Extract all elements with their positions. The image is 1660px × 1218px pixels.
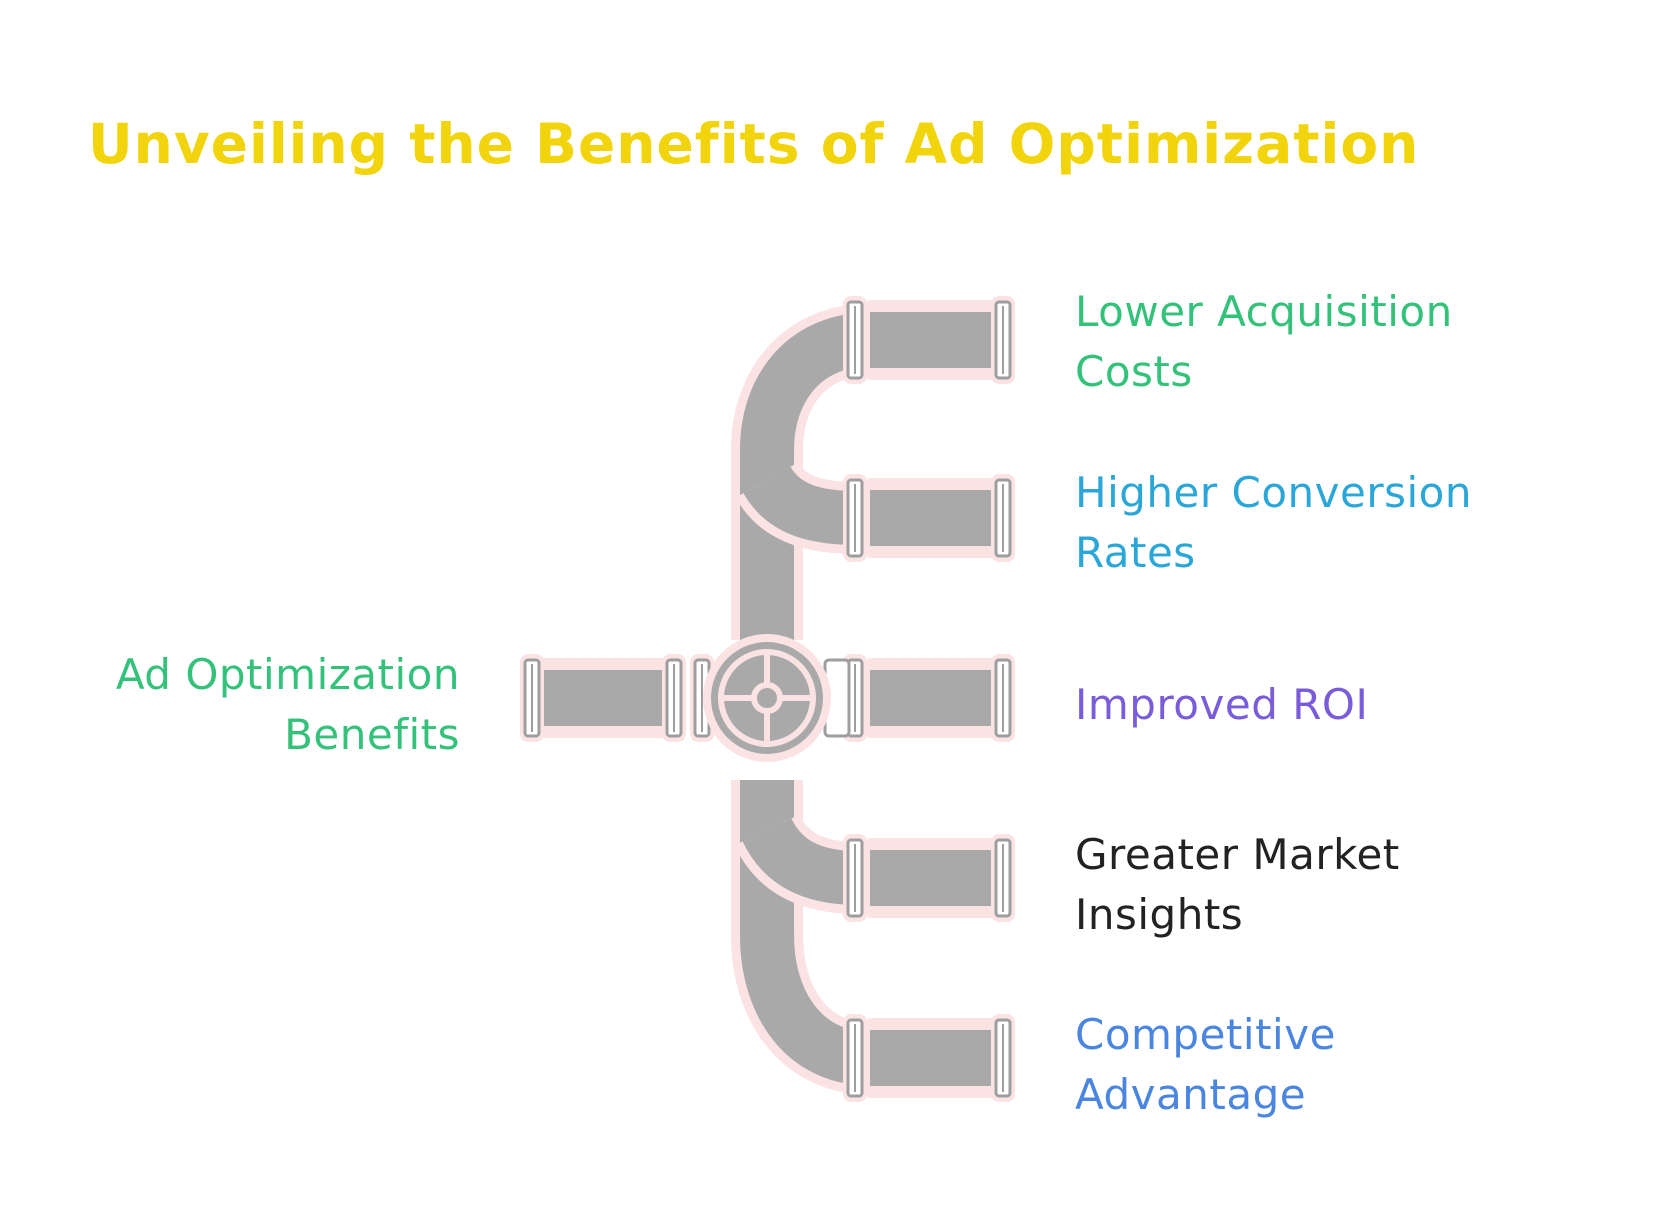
branch-2-line-1: Higher Conversion [1075, 468, 1472, 517]
branch-2-pipe [870, 490, 1005, 546]
branch-2-line-2: Rates [1075, 528, 1196, 577]
branch-3-line-1: Improved ROI [1075, 680, 1369, 729]
branch-label-improved-roi: Improved ROI [1075, 675, 1368, 735]
branch-3-pipe [870, 670, 1005, 726]
root-label: Ad Optimization Benefits [116, 645, 460, 765]
root-pipe [538, 670, 673, 726]
branch-label-lower-acquisition-costs: Lower Acquisition Costs [1075, 282, 1453, 402]
branch-1-pipe [870, 312, 1005, 368]
branch-5-line-2: Advantage [1075, 1070, 1307, 1119]
page-title: Unveiling the Benefits of Ad Optimizatio… [88, 112, 1420, 176]
trunk-top-pipe [740, 313, 863, 640]
branch-label-greater-market-insights: Greater Market Insights [1075, 825, 1400, 945]
branch-label-competitive-advantage: Competitive Advantage [1075, 1005, 1336, 1125]
root-label-line-2: Benefits [284, 710, 460, 759]
valve-wheel [718, 649, 816, 747]
branch-1-line-2: Costs [1075, 347, 1193, 396]
branch-5-line-1: Competitive [1075, 1010, 1336, 1059]
branch-1-line-1: Lower Acquisition [1075, 287, 1453, 336]
root-label-line-1: Ad Optimization [115, 650, 460, 699]
branch-4-pipe [870, 850, 1005, 906]
valve-hub [751, 682, 783, 714]
branch-4-line-1: Greater Market [1075, 830, 1400, 879]
branch-label-higher-conversion-rates: Higher Conversion Rates [1075, 463, 1472, 583]
branch-4-line-2: Insights [1075, 890, 1244, 939]
branch-5-pipe [870, 1030, 1005, 1086]
trunk-bottom-pipe [740, 780, 863, 1085]
